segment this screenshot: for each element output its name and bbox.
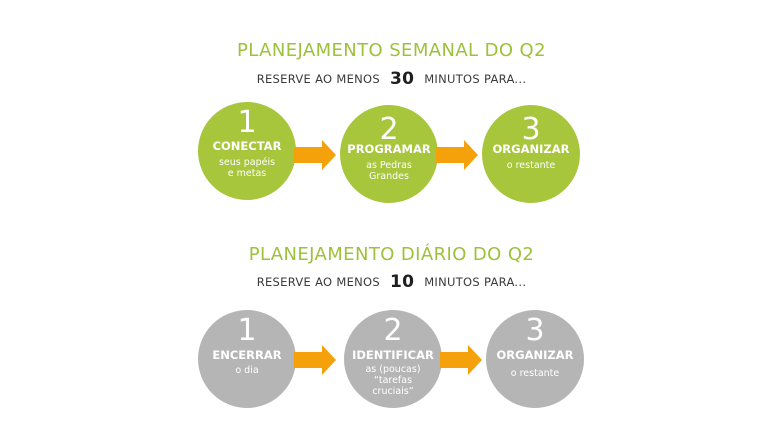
weekly-step-2-number: 2 <box>379 112 399 147</box>
weekly-step-3-title: ORGANIZAR <box>492 142 570 156</box>
weekly-subtitle: RESERVE AO MENOS 30 MINUTOS PARA... <box>0 69 783 89</box>
daily-subtitle-after: MINUTOS PARA... <box>424 275 527 289</box>
weekly-arrow-2-icon <box>436 140 478 170</box>
weekly-step-1-title: CONECTAR <box>212 139 282 153</box>
daily-step-1-desc: o dia <box>235 365 259 376</box>
weekly-minutes: 30 <box>389 69 415 89</box>
daily-minutes: 10 <box>389 272 415 292</box>
weekly-step-2: 2 PROGRAMAR as Pedras Grandes <box>340 105 438 203</box>
daily-step-3-title: ORGANIZAR <box>496 348 574 362</box>
weekly-step-1-desc: seus papéis e metas <box>218 157 276 179</box>
weekly-arrow-1-icon <box>294 140 336 170</box>
weekly-title: PLANEJAMENTO SEMANAL DO Q2 <box>237 40 546 61</box>
weekly-step-3-desc: o restante <box>506 160 556 171</box>
weekly-step-3: 3 ORGANIZAR o restante <box>482 105 580 203</box>
weekly-step-1-number: 1 <box>237 105 257 140</box>
weekly-subtitle-before: RESERVE AO MENOS <box>256 72 380 86</box>
weekly-step-2-desc: as Pedras Grandes <box>366 160 412 182</box>
daily-step-3: 3 ORGANIZAR o restante <box>486 310 584 408</box>
daily-step-2-desc: as (poucas) “tarefas cruciais” <box>365 364 421 397</box>
daily-step-2: 2 IDENTIFICAR as (poucas) “tarefas cruci… <box>344 310 442 408</box>
daily-step-2-number: 2 <box>383 313 403 348</box>
weekly-step-2-title: PROGRAMAR <box>347 142 431 156</box>
daily-step-1-title: ENCERRAR <box>212 348 282 362</box>
weekly-step-3-number: 3 <box>521 112 541 147</box>
daily-step-3-number: 3 <box>525 313 545 348</box>
weekly-step-1: 1 CONECTAR seus papéis e metas <box>198 102 296 200</box>
daily-step-1: 1 ENCERRAR o dia <box>198 310 296 408</box>
daily-step-2-title: IDENTIFICAR <box>352 348 434 362</box>
daily-subtitle: RESERVE AO MENOS 10 MINUTOS PARA... <box>0 272 783 292</box>
weekly-subtitle-after: MINUTOS PARA... <box>424 72 527 86</box>
daily-title: PLANEJAMENTO DIÁRIO DO Q2 <box>248 244 535 265</box>
daily-step-3-desc: o restante <box>510 368 560 379</box>
daily-arrow-1-icon <box>294 345 336 375</box>
daily-step-1-number: 1 <box>237 313 257 348</box>
daily-arrow-2-icon <box>440 345 482 375</box>
daily-subtitle-before: RESERVE AO MENOS <box>256 275 380 289</box>
